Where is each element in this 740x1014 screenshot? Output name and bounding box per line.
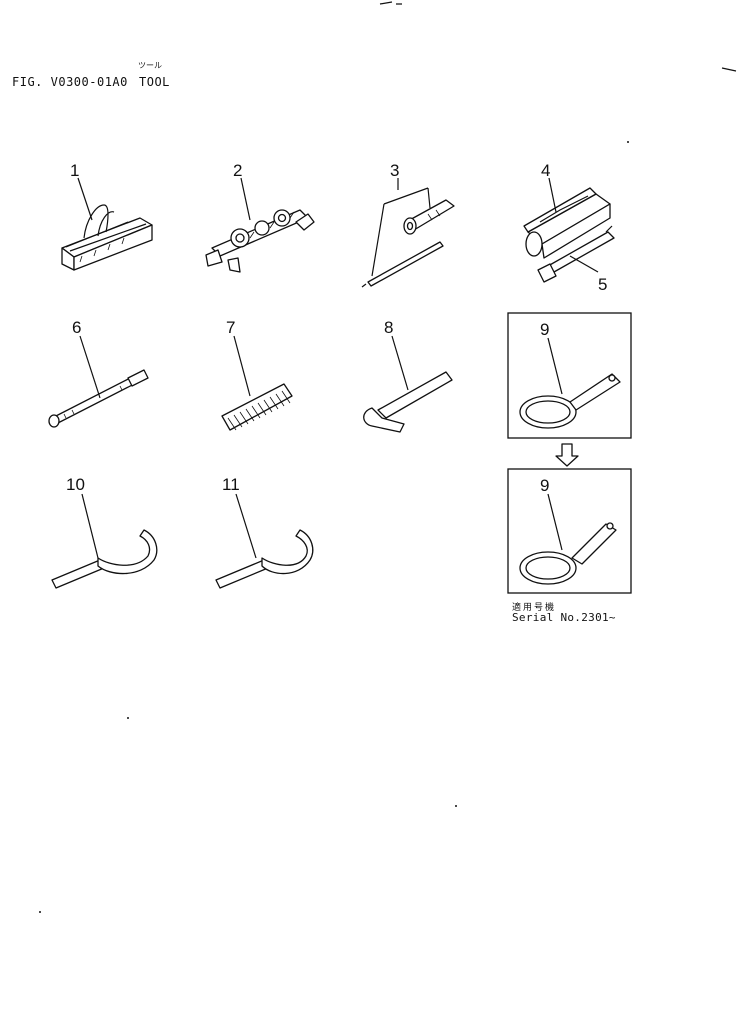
hex-key-illustration (363, 371, 453, 433)
leader-line-1 (77, 177, 93, 221)
leader-line-2 (240, 177, 251, 221)
leader-line-7 (233, 335, 251, 397)
scan-specks (39, 1, 737, 913)
item-9-box-bottom (507, 468, 632, 594)
hook-spanner-illustration-10 (51, 529, 158, 589)
leader-line-6 (79, 335, 101, 399)
callout-8: 8 (384, 318, 393, 337)
filter-wrench-illustration-bottom (519, 522, 617, 585)
extension-bar-illustration (48, 369, 149, 428)
serial-applicability-en: Serial No.2301~ (512, 611, 616, 624)
callout-10: 10 (66, 475, 85, 494)
supersession-arrow-icon (555, 443, 579, 467)
filter-wrench-illustration-top (519, 373, 621, 429)
title-english: TOOL (139, 75, 170, 89)
title-japanese: ツール (138, 61, 162, 70)
leader-line-4 (548, 177, 557, 213)
leader-line-10 (81, 493, 99, 559)
callout-9-bottom: 9 (540, 476, 549, 495)
leader-line-5 (569, 255, 599, 273)
spring-illustration (221, 383, 293, 431)
callout-5: 5 (598, 275, 607, 294)
leader-line-8 (391, 335, 409, 391)
leader-line-3 (371, 178, 431, 277)
callout-2: 2 (233, 161, 242, 180)
callout-1: 1 (70, 161, 79, 180)
callout-11: 11 (222, 475, 240, 494)
figure-number: FIG. V0300-01A0 (12, 75, 128, 89)
grease-nozzle-illustration (537, 225, 615, 283)
screwdriver-socket-illustration (361, 199, 455, 288)
callout-7: 7 (226, 318, 235, 337)
leader-line-11 (235, 493, 257, 559)
callout-3: 3 (390, 161, 399, 180)
hook-spanner-illustration-11 (215, 529, 314, 589)
callout-6: 6 (72, 318, 81, 337)
serial-applicability-jp: 適用号機 (512, 603, 557, 613)
tool-bag-illustration (61, 204, 153, 271)
callout-9-top: 9 (540, 320, 549, 339)
item-9-box-top (507, 312, 632, 439)
grease-gun-illustration (523, 187, 611, 259)
callout-4: 4 (541, 161, 550, 180)
leader-line-9-top (547, 337, 563, 395)
wrench-set-illustration (205, 209, 315, 273)
leader-line-9-bottom (547, 493, 563, 551)
